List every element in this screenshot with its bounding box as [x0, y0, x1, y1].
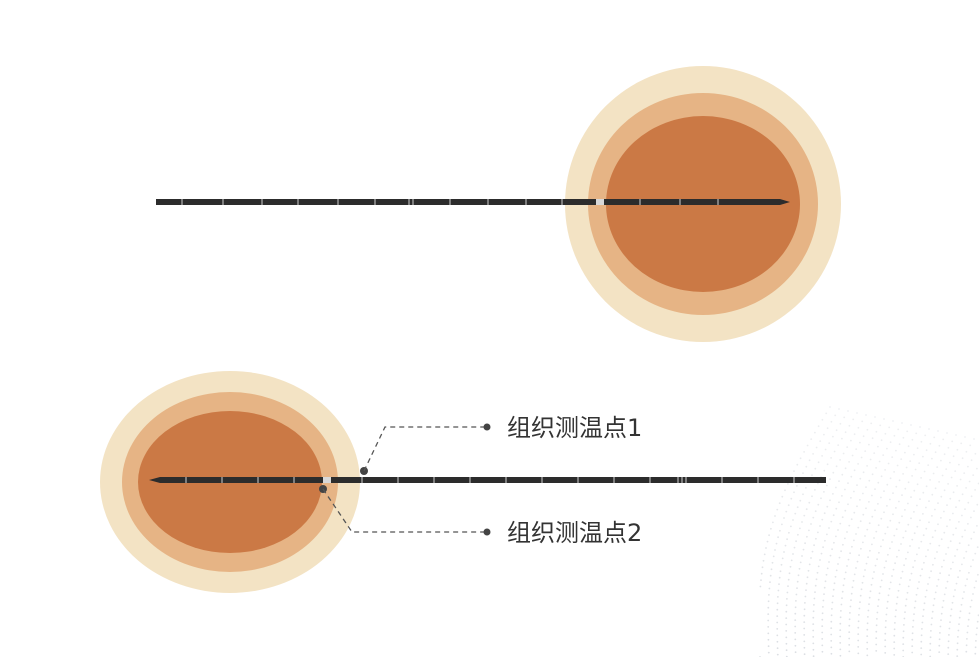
leader-line-2 — [322, 488, 484, 533]
top-probe — [156, 199, 790, 205]
top-probe-shaft — [156, 199, 790, 205]
label-point-1: 组织测温点1 — [507, 414, 642, 442]
bottom-probe-sensor — [323, 477, 331, 483]
top-probe-marks — [181, 199, 719, 205]
background-dot-pattern — [759, 406, 979, 657]
callout-point-2: 组织测温点2 — [319, 485, 642, 547]
label-point-2: 组织测温点2 — [507, 519, 642, 547]
callout-point-1: 组织测温点1 — [360, 414, 642, 475]
bottom-probe-marks — [185, 477, 795, 483]
leader-end-dot-1 — [483, 423, 491, 431]
bottom-probe-shaft — [149, 477, 826, 483]
bottom-probe — [149, 477, 826, 483]
top-probe-sensor — [596, 199, 604, 205]
leader-line-1 — [363, 426, 484, 472]
leader-end-dot-2 — [483, 528, 491, 536]
